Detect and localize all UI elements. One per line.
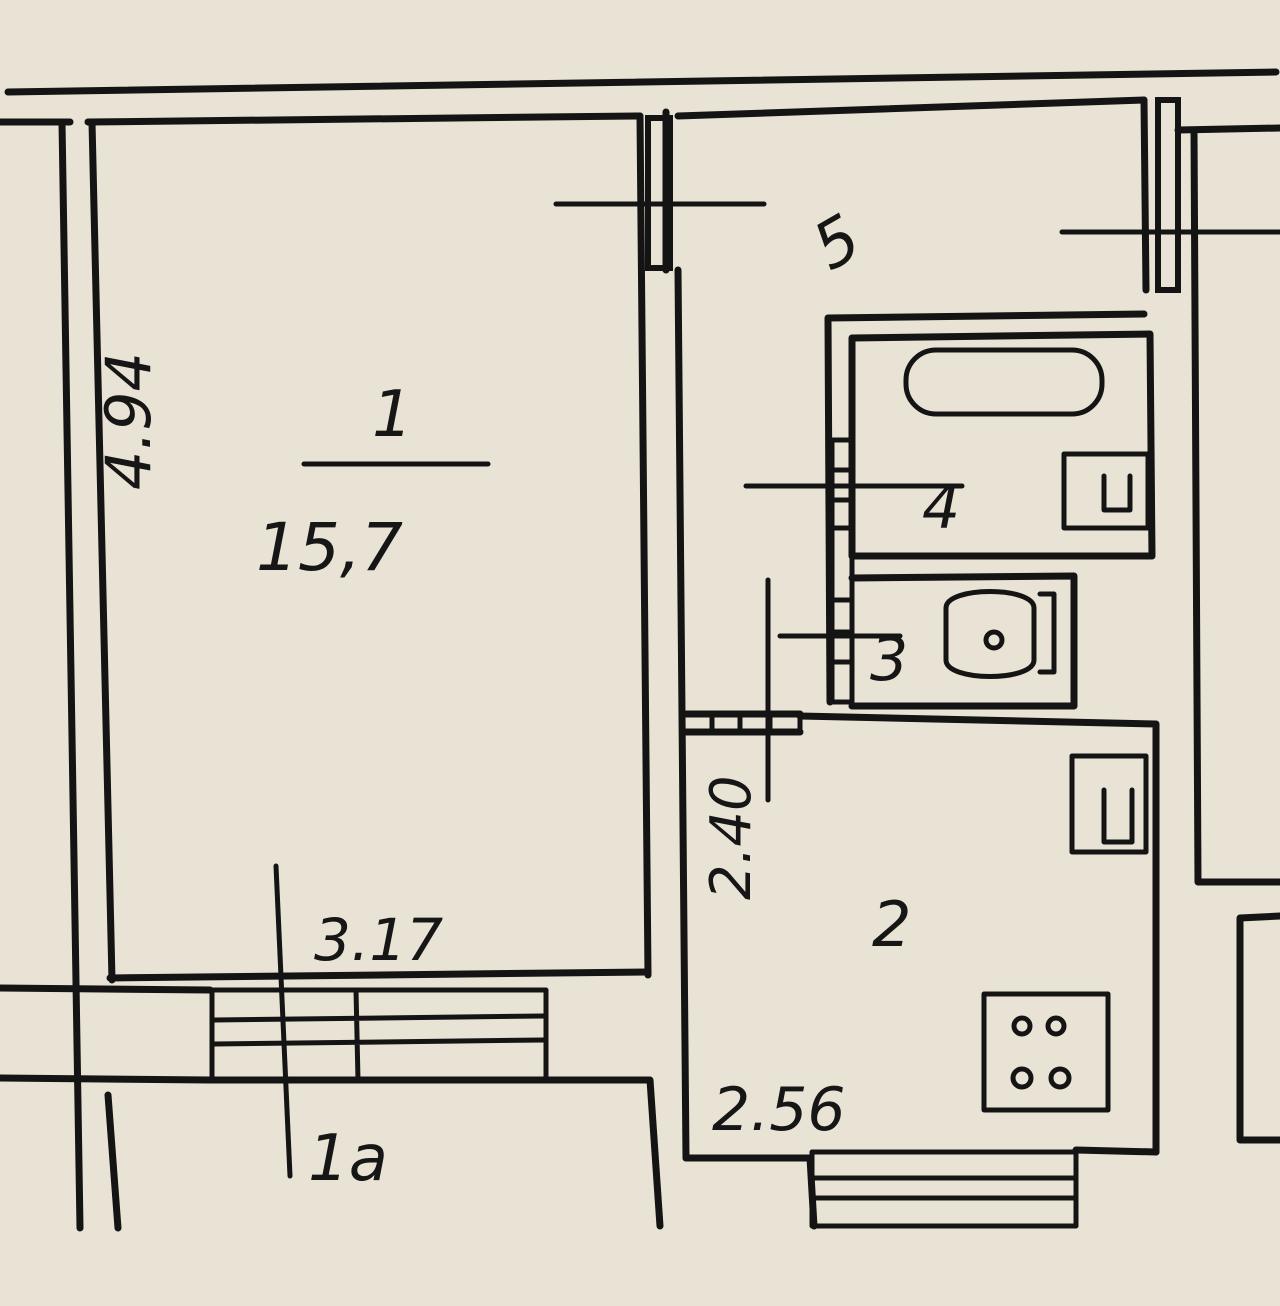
kitchen-top-wall-ticks — [709, 711, 803, 735]
room1-bottom-wall — [106, 968, 652, 982]
top-outer-wall — [4, 68, 1280, 96]
dimension-lines — [273, 201, 1280, 1179]
kitchen-bottom-wall — [682, 1146, 1160, 1230]
room2-height-dimension: 2.40 — [699, 775, 764, 900]
room1-left-wall — [58, 118, 122, 1232]
hall-right-wall-segment — [1155, 97, 1181, 293]
room1-right-wall-segment — [645, 115, 673, 271]
room1-window — [209, 987, 549, 1083]
room2-width-dimension: 2.56 — [712, 1075, 846, 1145]
neighbour-wall — [1174, 124, 1280, 886]
hall-right-wall — [1140, 96, 1150, 294]
room3-label: 3 — [870, 625, 908, 695]
room1-height-dimension: 4.94 — [92, 352, 165, 490]
ventilation-shaft-icon — [1061, 451, 1151, 531]
room1-width-dimension: 3.17 — [314, 906, 443, 974]
room1-right-wall — [636, 108, 690, 1162]
stove-icon — [981, 991, 1111, 1113]
kitchen-top-wall — [682, 710, 1160, 1156]
kitchen-window — [809, 1149, 1079, 1229]
bathtub-icon — [903, 347, 1105, 417]
room1-label: 1 — [372, 378, 413, 452]
room2-label: 2 — [872, 888, 911, 961]
room4-label: 4 — [922, 473, 960, 543]
top-inner-wall — [0, 96, 1148, 126]
room1-area: 15,7 — [256, 509, 403, 586]
kitchen-ventilation-icon — [1069, 753, 1149, 855]
room1a-label: 1а — [308, 1122, 388, 1196]
toilet-icon — [943, 589, 1057, 679]
bathroom-block — [824, 310, 1156, 710]
room5-label: 5 — [801, 201, 873, 285]
walls — [0, 68, 1280, 1232]
neighbour-room — [1236, 912, 1280, 1144]
